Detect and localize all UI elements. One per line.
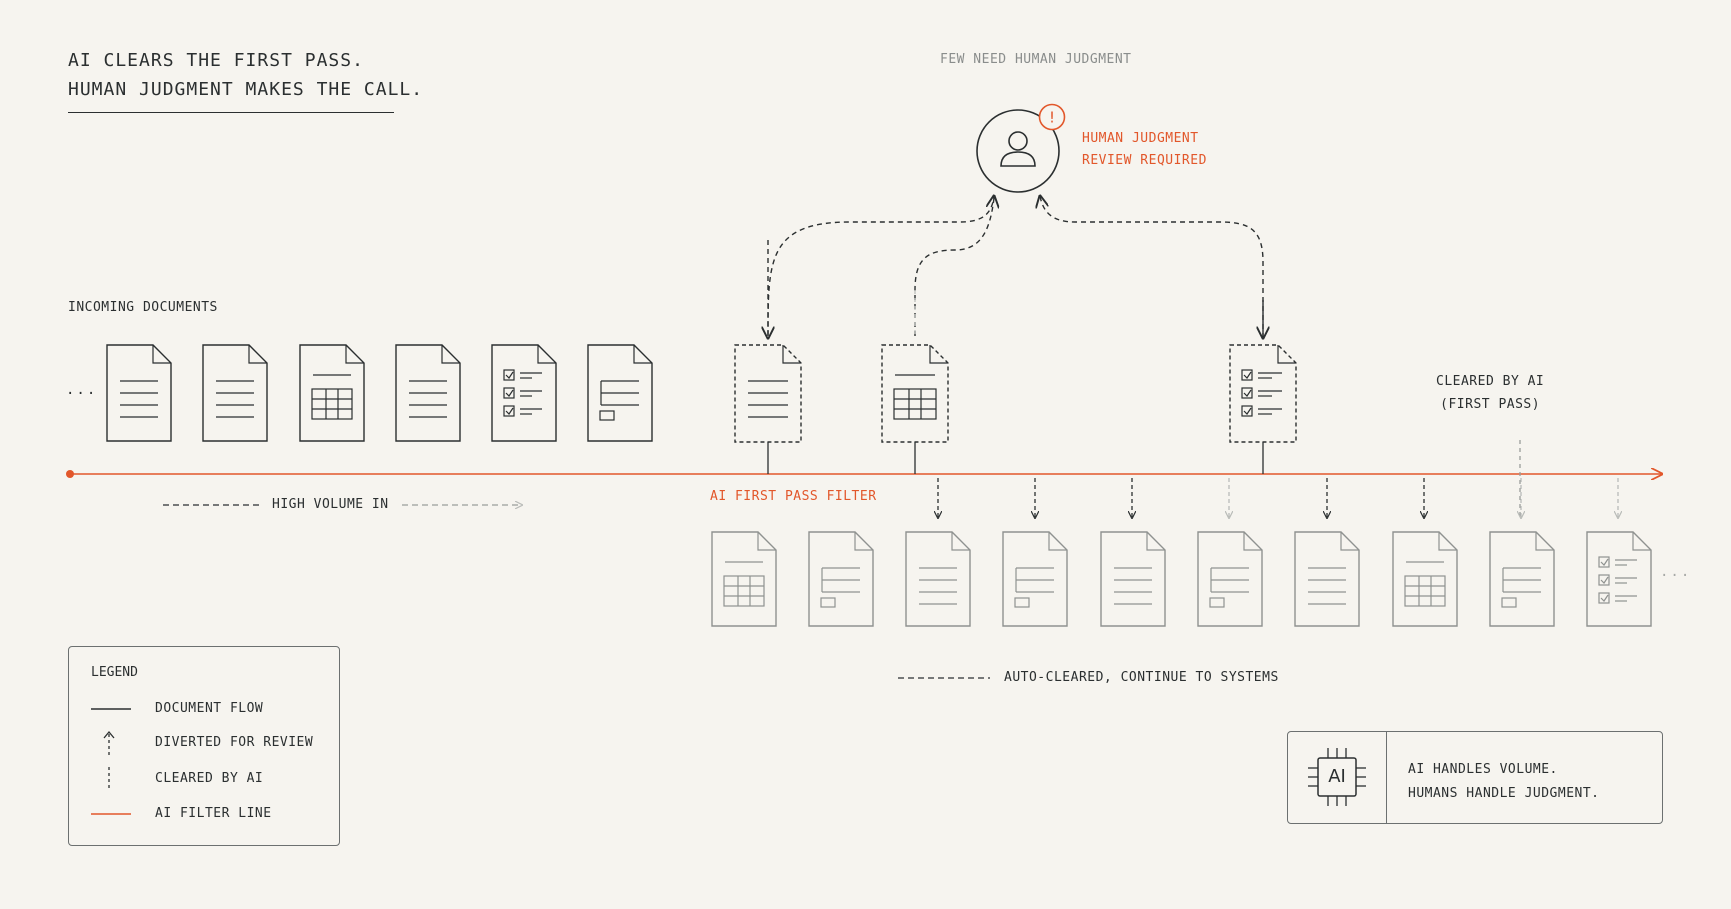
review-line-2: REVIEW REQUIRED xyxy=(1082,153,1207,168)
document-icon xyxy=(1197,531,1263,627)
high-volume-label: HIGH VOLUME IN xyxy=(272,497,389,512)
ai-box-divider xyxy=(1386,732,1387,823)
title-line-1: AI CLEARS THE FIRST PASS. xyxy=(68,50,364,71)
document-icon xyxy=(587,344,653,442)
review-line-1: HUMAN JUDGMENT xyxy=(1082,131,1199,146)
solid-line-icon xyxy=(91,708,131,710)
ai-chip-icon: AI xyxy=(1306,746,1368,808)
title-line-2: HUMAN JUDGMENT MAKES THE CALL. xyxy=(68,79,424,100)
cleared-by-ai-label: CLEARED BY AI (FIRST PASS) xyxy=(1436,370,1544,416)
title-underline xyxy=(68,112,394,113)
document-icon xyxy=(106,344,172,442)
auto-cleared-label: AUTO-CLEARED, CONTINUE TO SYSTEMS xyxy=(1004,670,1279,685)
document-icon xyxy=(711,531,777,627)
document-icon xyxy=(1392,531,1458,627)
ai-summary-box: AI AI HANDLES VOLUME. HUMANS HANDLE JUDG… xyxy=(1287,731,1663,824)
arrow-up-icon xyxy=(103,731,115,755)
incoming-documents-label: INCOMING DOCUMENTS xyxy=(68,300,218,315)
document-icon xyxy=(202,344,268,442)
document-icon xyxy=(1294,531,1360,627)
cleared-line-2: (FIRST PASS) xyxy=(1440,397,1541,412)
document-icon xyxy=(1229,344,1297,443)
incoming-ellipsis: ... xyxy=(66,382,98,398)
alert-icon: ! xyxy=(1038,103,1066,131)
flagged-documents xyxy=(734,344,1297,443)
legend-label: CLEARED BY AI xyxy=(155,771,264,786)
document-icon xyxy=(881,344,949,443)
ai-chip-label: AI xyxy=(1328,766,1346,787)
incoming-documents xyxy=(106,344,653,442)
document-icon xyxy=(808,531,874,627)
page-title: AI CLEARS THE FIRST PASS. HUMAN JUDGMENT… xyxy=(68,46,423,104)
document-icon xyxy=(395,344,461,442)
review-caption: FEW NEED HUMAN JUDGMENT xyxy=(940,52,1132,67)
ai-filter-label: AI FIRST PASS FILTER xyxy=(710,489,877,504)
legend-item-diverted: DIVERTED FOR REVIEW xyxy=(69,731,339,755)
person-icon xyxy=(976,109,1060,193)
legend-label: DOCUMENT FLOW xyxy=(155,701,264,716)
document-icon xyxy=(905,531,971,627)
cleared-line-1: CLEARED BY AI xyxy=(1436,374,1545,389)
cleared-documents xyxy=(711,531,1652,627)
review-required-label: HUMAN JUDGMENT REVIEW REQUIRED xyxy=(1082,128,1207,172)
orange-line-icon xyxy=(91,813,131,815)
legend-label: DIVERTED FOR REVIEW xyxy=(155,735,314,750)
legend-item-cleared: CLEARED BY AI xyxy=(69,767,339,791)
document-icon xyxy=(1002,531,1068,627)
ai-box-message: AI HANDLES VOLUME. HUMANS HANDLE JUDGMEN… xyxy=(1408,758,1600,806)
document-icon xyxy=(491,344,557,442)
legend-label: AI FILTER LINE xyxy=(155,806,272,821)
document-icon xyxy=(734,344,802,443)
alert-glyph: ! xyxy=(1049,109,1055,127)
cleared-ellipsis: ... xyxy=(1660,564,1692,580)
ai-box-line-1: AI HANDLES VOLUME. xyxy=(1408,762,1558,777)
legend-title: LEGEND xyxy=(91,665,138,680)
legend-item-filter-line: AI FILTER LINE xyxy=(69,802,339,826)
review-arc-left xyxy=(767,196,994,337)
legend: LEGEND DOCUMENT FLOW DIVERTED FOR REVIEW… xyxy=(68,646,340,846)
document-icon xyxy=(1100,531,1166,627)
dashed-vertical-icon xyxy=(108,767,110,791)
cleared-arrows xyxy=(938,478,1618,518)
review-arc-middle xyxy=(914,197,995,336)
ai-box-line-2: HUMANS HANDLE JUDGMENT. xyxy=(1408,786,1600,801)
document-icon xyxy=(1586,531,1652,627)
legend-item-document-flow: DOCUMENT FLOW xyxy=(69,697,339,721)
review-arc-right xyxy=(1040,196,1264,338)
document-icon xyxy=(1489,531,1555,627)
document-icon xyxy=(299,344,365,442)
